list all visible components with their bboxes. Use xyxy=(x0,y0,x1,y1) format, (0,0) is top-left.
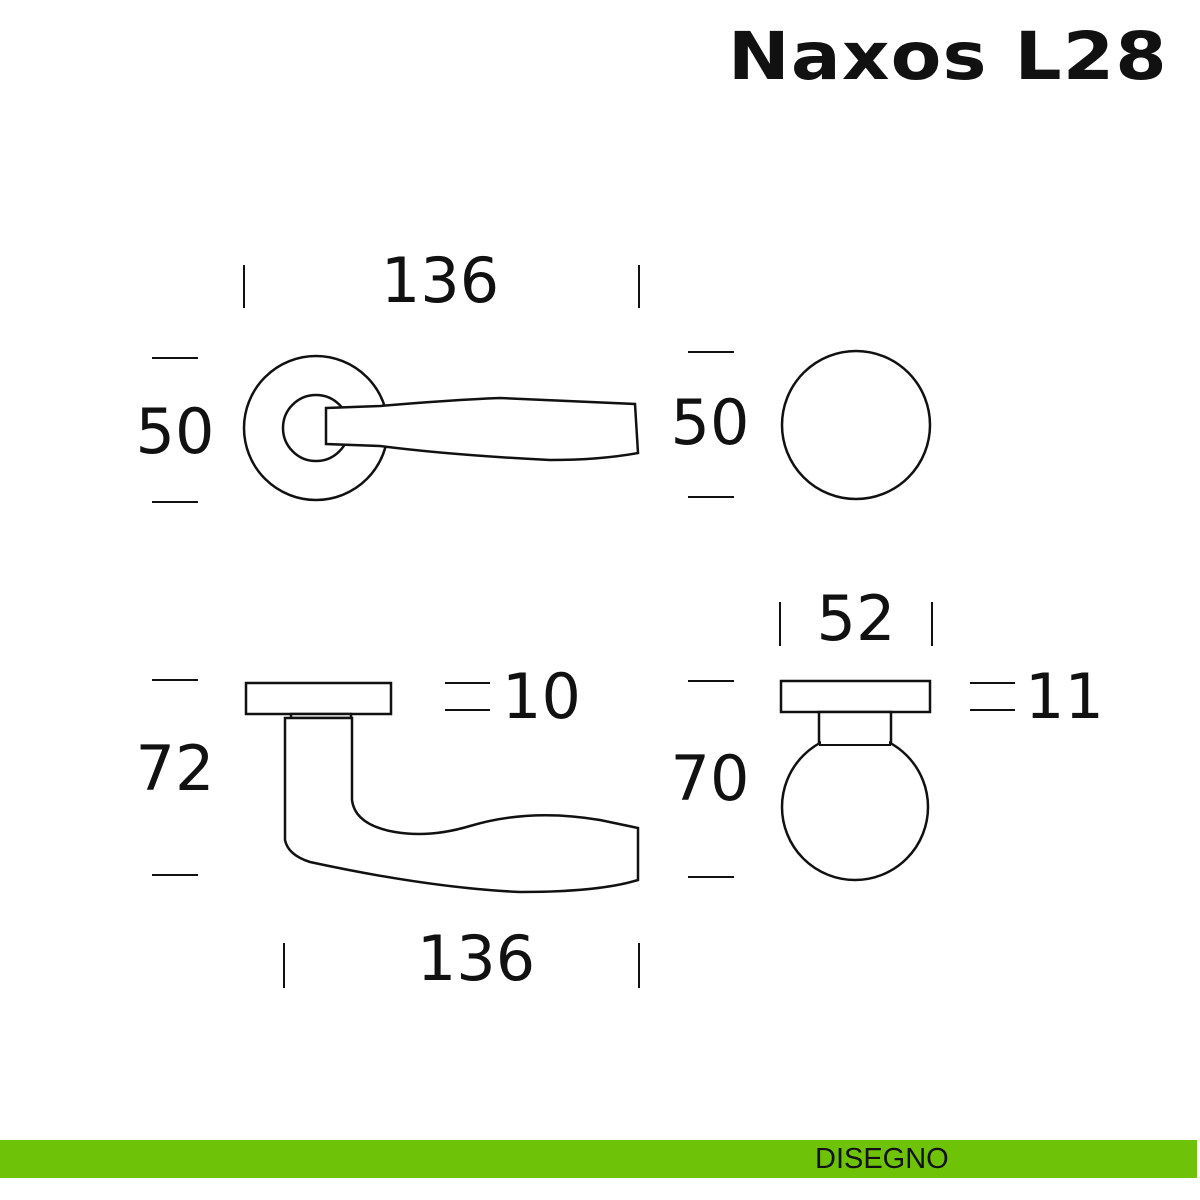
lever-front-view xyxy=(242,354,640,502)
product-title: Naxos L28 xyxy=(727,18,1168,95)
dim-knob-rose-diameter: 50 xyxy=(671,386,750,459)
dim-lever-rose-diameter: 50 xyxy=(136,395,215,468)
dim-knob-height: 70 xyxy=(671,742,750,815)
knob-side-view xyxy=(779,679,932,882)
dim-knob-rose-thickness: 11 xyxy=(1025,660,1104,733)
dim-lever-front-width: 136 xyxy=(381,244,499,317)
lever-side-view xyxy=(244,681,640,894)
footer-label: DISEGNO xyxy=(815,1143,949,1175)
dim-knob-width: 52 xyxy=(817,582,896,655)
footer-bar: DISEGNO xyxy=(0,1140,1197,1178)
dim-lever-side-width: 136 xyxy=(417,922,535,995)
dim-lever-rose-thickness: 10 xyxy=(502,660,581,733)
dim-lever-height: 72 xyxy=(136,732,215,805)
knob-front-view xyxy=(780,349,932,501)
